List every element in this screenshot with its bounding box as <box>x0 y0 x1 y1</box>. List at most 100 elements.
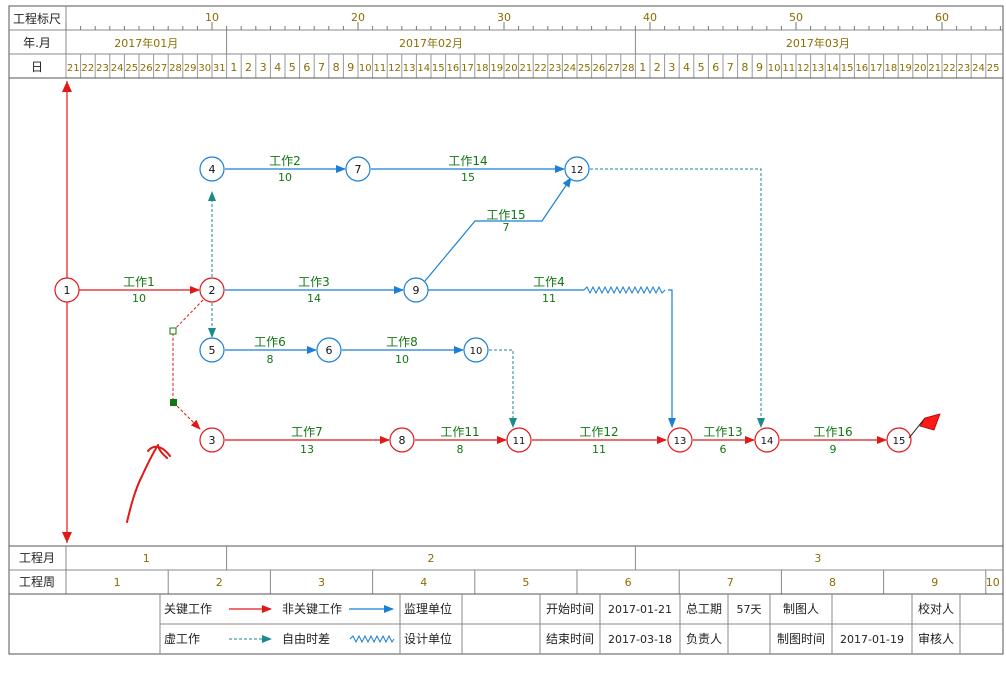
node-9[interactable]: 9 <box>403 277 429 303</box>
node-14-label: 14 <box>761 436 774 447</box>
day-cell-label: 1 <box>639 61 646 74</box>
day-cell-label: 18 <box>885 63 898 74</box>
axis-arrow-bottom <box>62 532 72 543</box>
label-work8-duration: 10 <box>395 353 409 366</box>
dummy-handle-solid[interactable] <box>170 399 177 406</box>
label-work6-duration: 8 <box>267 353 274 366</box>
day-cell-label: 30 <box>198 63 211 74</box>
node-5[interactable]: 5 <box>199 337 225 363</box>
draw-time-value: 2017-01-19 <box>840 633 904 646</box>
day-cell-label: 22 <box>534 63 547 74</box>
dummy-10-11 <box>489 349 517 428</box>
dummy-handle-hollow[interactable] <box>169 327 177 335</box>
legend-table: 关键工作 非关键工作 监理单位 虚工作 自由时差 设计单位 开始时间 2017-… <box>8 593 1004 655</box>
node-13[interactable]: 13 <box>667 427 693 453</box>
node-15[interactable]: 15 <box>886 427 912 453</box>
project-week-label-cell: 8 <box>829 576 836 589</box>
day-cell-label: 14 <box>826 63 839 74</box>
scale-tick-label: 20 <box>351 11 365 24</box>
scale-tick-label: 60 <box>935 11 949 24</box>
day-cell-label: 17 <box>870 63 883 74</box>
day-cell-label: 21 <box>67 63 80 74</box>
node-4-label: 4 <box>209 163 216 176</box>
node-6[interactable]: 6 <box>316 337 342 363</box>
label-work3-duration: 14 <box>307 292 321 305</box>
label-work14-duration: 15 <box>461 171 475 184</box>
node-12[interactable]: 12 <box>564 156 590 182</box>
node-13-label: 13 <box>674 436 687 447</box>
node-12-label: 12 <box>571 165 584 176</box>
node-11[interactable]: 11 <box>506 427 532 453</box>
node-15-label: 15 <box>893 436 906 447</box>
project-month-label-cell: 1 <box>143 552 150 565</box>
node-8-label: 8 <box>399 434 406 447</box>
activity-labels: 工作1 10 工作2 10 工作3 14 工作4 11 工作6 8 工作7 13… <box>123 154 852 456</box>
project-week-label-cell: 10 <box>986 576 1000 589</box>
label-work7-name: 工作7 <box>291 425 323 439</box>
label-work11-duration: 8 <box>457 443 464 456</box>
month-cell-label: 2017年01月 <box>114 36 178 50</box>
day-cell-label: 3 <box>260 61 267 74</box>
legend-supervision-label: 监理单位 <box>404 601 452 616</box>
day-cell-label: 6 <box>712 61 719 74</box>
label-work8-name: 工作8 <box>386 335 418 349</box>
day-cell-label: 15 <box>432 63 445 74</box>
legend-design-unit-label: 设计单位 <box>404 631 452 646</box>
node-10-label: 10 <box>470 346 483 357</box>
label-work1-duration: 10 <box>132 292 146 305</box>
node-3-label: 3 <box>209 434 216 447</box>
day-cell-label: 13 <box>812 63 825 74</box>
day-cell-label: 13 <box>403 63 416 74</box>
project-week-label-cell: 6 <box>625 576 632 589</box>
day-cell-label: 9 <box>756 61 763 74</box>
arrow-work15 <box>424 177 572 282</box>
label-work13-name: 工作13 <box>703 425 742 439</box>
legend-virtual-work-label: 虚工作 <box>164 632 200 646</box>
draw-time-label: 制图时间 <box>777 632 825 646</box>
legend-free-float-wave <box>349 634 395 644</box>
node-1[interactable]: 1 <box>54 277 80 303</box>
node-10[interactable]: 10 <box>463 337 489 363</box>
day-cell-label: 12 <box>388 63 401 74</box>
node-3[interactable]: 3 <box>199 427 225 453</box>
dummy-arrows <box>169 168 765 430</box>
day-cell-label: 1 <box>230 61 237 74</box>
label-work15-name: 工作15 <box>486 208 525 222</box>
drafter-label: 制图人 <box>783 602 819 616</box>
project-week-label: 工程周 <box>19 574 55 589</box>
day-cell-label: 10 <box>359 63 372 74</box>
label-work12-duration: 11 <box>592 443 606 456</box>
day-cell-label: 21 <box>520 63 533 74</box>
label-work12-name: 工作12 <box>579 425 618 439</box>
day-cell-label: 19 <box>899 63 912 74</box>
label-work4-duration: 11 <box>542 292 556 305</box>
day-cell-label: 23 <box>549 63 562 74</box>
label-work2-name: 工作2 <box>269 154 301 168</box>
day-cell-label: 26 <box>593 63 606 74</box>
day-cell-label: 25 <box>987 63 1000 74</box>
day-cell-label: 29 <box>184 63 197 74</box>
start-time-label: 开始时间 <box>546 602 594 616</box>
node-4[interactable]: 4 <box>199 156 225 182</box>
project-month-label: 工程月 <box>19 550 55 565</box>
day-cell-label: 28 <box>622 63 635 74</box>
project-week-label-cell: 2 <box>216 576 223 589</box>
day-cell-label: 4 <box>274 61 281 74</box>
start-time-value: 2017-01-21 <box>608 603 672 616</box>
end-time-label: 结束时间 <box>546 632 594 646</box>
node-14[interactable]: 14 <box>754 427 780 453</box>
project-week-label-cell: 1 <box>114 576 121 589</box>
day-cell-label: 2 <box>245 61 252 74</box>
label-work2-duration: 10 <box>278 171 292 184</box>
node-2[interactable]: 2 <box>199 277 225 303</box>
legend-critical-work-label: 关键工作 <box>164 602 212 616</box>
day-cell-label: 25 <box>125 63 138 74</box>
day-cell-label: 4 <box>683 61 690 74</box>
node-7-label: 7 <box>355 163 362 176</box>
total-duration-label: 总工期 <box>686 602 722 616</box>
node-8[interactable]: 8 <box>389 427 415 453</box>
node-7[interactable]: 7 <box>345 156 371 182</box>
scale-tick-label: 50 <box>789 11 803 24</box>
